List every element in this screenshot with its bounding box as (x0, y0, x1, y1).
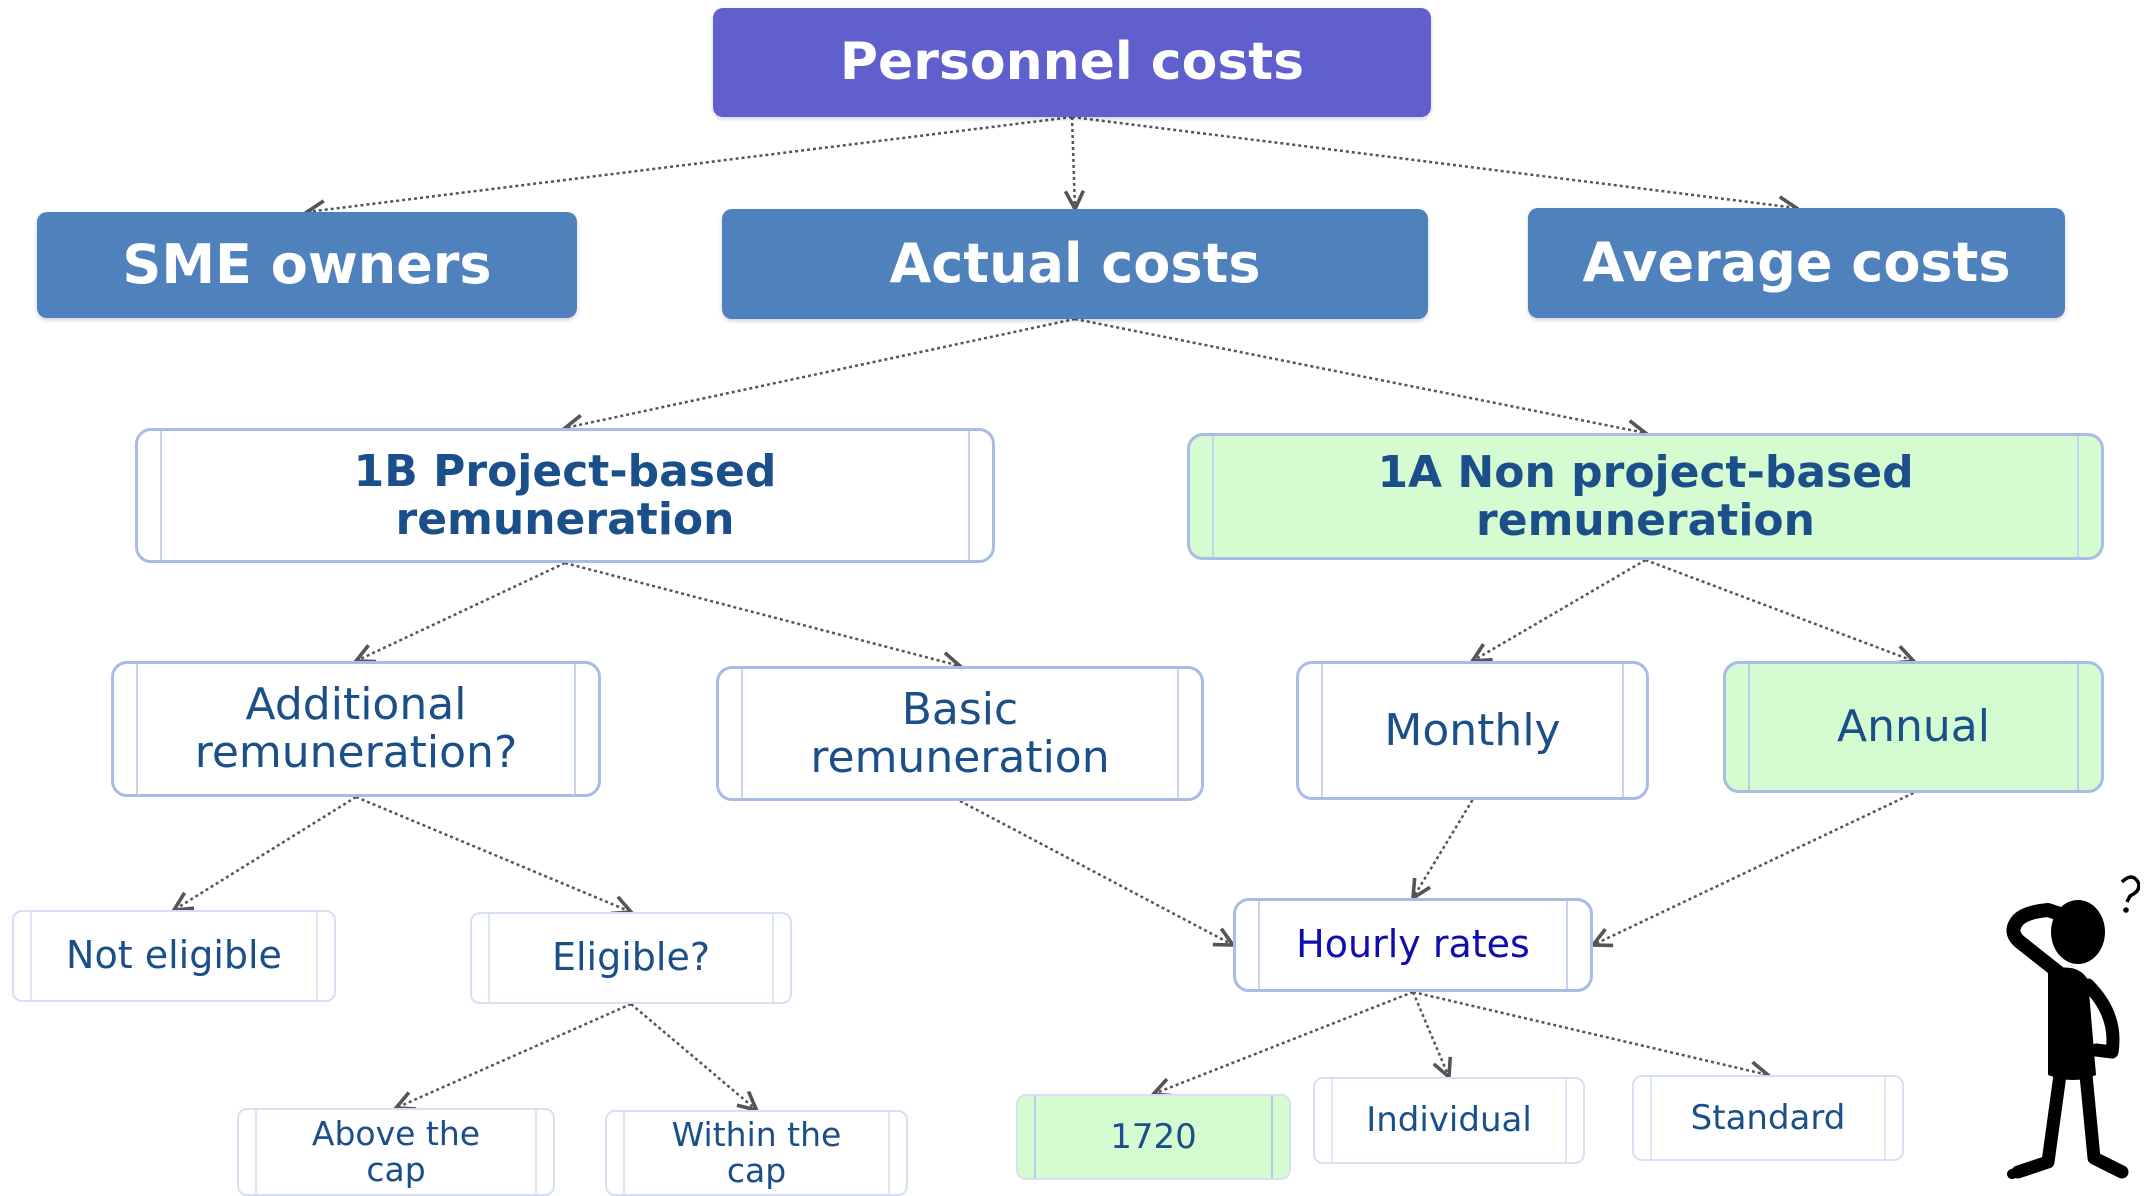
node-actual-costs: Actual costs (722, 209, 1428, 319)
node-average-costs: Average costs (1528, 208, 2065, 318)
edge-actual_costs-to-non_project_based (1074, 317, 1646, 433)
node-not-eligible: Not eligible (12, 910, 336, 1002)
edge-basic_remuneration-to-hourly_rates (959, 799, 1233, 945)
node-label: SME owners (122, 232, 492, 296)
edge-project_based-to-basic_remuneration (564, 561, 960, 666)
edge-personnel_costs-to-sme_owners (307, 115, 1073, 212)
node-label: Within the cap (671, 1115, 842, 1190)
edge-non_project_based-to-annual (1645, 558, 1914, 661)
node-project-based: 1B Project-based remuneration (135, 428, 995, 563)
node-basic-remuneration: Basic remuneration (716, 666, 1204, 801)
edge-personnel_costs-to-average_costs (1071, 115, 1797, 208)
node-label: Eligible? (551, 935, 711, 980)
node-label: Above the cap (311, 1114, 481, 1189)
node-label: Not eligible (66, 933, 282, 978)
node-label: Hourly rates (1296, 922, 1530, 967)
node-annual: Annual (1723, 661, 2104, 793)
node-label: Additional remuneration? (194, 679, 518, 778)
node-label: Monthly (1384, 704, 1561, 756)
edge-eligible-to-within_cap (630, 1003, 757, 1110)
node-label: 1A Non project-based remuneration (1377, 446, 1914, 546)
edge-eligible-to-above_cap (396, 1002, 632, 1108)
edge-hourly_rates-to-h1720 (1154, 990, 1414, 1094)
node-1720: 1720 (1016, 1094, 1291, 1180)
edge-hourly_rates-to-individual (1411, 991, 1449, 1077)
node-sme-owners: SME owners (37, 212, 577, 318)
node-eligible: Eligible? (470, 912, 792, 1004)
node-label: Annual (1837, 701, 1990, 753)
node-label: Basic remuneration (810, 683, 1110, 783)
edge-personnel_costs-to-actual_costs (1072, 116, 1075, 209)
edge-actual_costs-to-project_based (565, 317, 1076, 428)
edge-project_based-to-additional_remuneration (356, 561, 566, 661)
edge-monthly-to-hourly_rates (1413, 799, 1474, 898)
edge-hourly_rates-to-standard (1412, 990, 1768, 1075)
node-label: Personnel costs (839, 32, 1305, 93)
thinking-person-icon (2006, 875, 2140, 1179)
node-label: Standard (1690, 1097, 1846, 1138)
node-monthly: Monthly (1296, 661, 1649, 800)
edge-additional_remuneration-to-eligible (355, 795, 631, 912)
edge-non_project_based-to-monthly (1473, 558, 1647, 661)
node-label: Individual (1366, 1100, 1532, 1141)
node-label: 1720 (1110, 1116, 1197, 1157)
node-label: Average costs (1582, 230, 2011, 294)
node-additional-remuneration: Additional remuneration? (111, 661, 601, 797)
node-individual: Individual (1313, 1077, 1585, 1164)
node-within-cap: Within the cap (605, 1110, 908, 1196)
node-standard: Standard (1632, 1075, 1904, 1161)
node-label: Actual costs (889, 231, 1261, 295)
node-label: 1B Project-based remuneration (353, 445, 777, 545)
node-above-cap: Above the cap (237, 1108, 555, 1196)
node-non-project-based: 1A Non project-based remuneration (1187, 433, 2104, 560)
node-personnel-costs: Personnel costs (713, 8, 1431, 117)
node-hourly-rates: Hourly rates (1233, 898, 1593, 992)
edge-annual-to-hourly_rates (1593, 791, 1915, 945)
edge-additional_remuneration-to-not_eligible (174, 795, 357, 910)
